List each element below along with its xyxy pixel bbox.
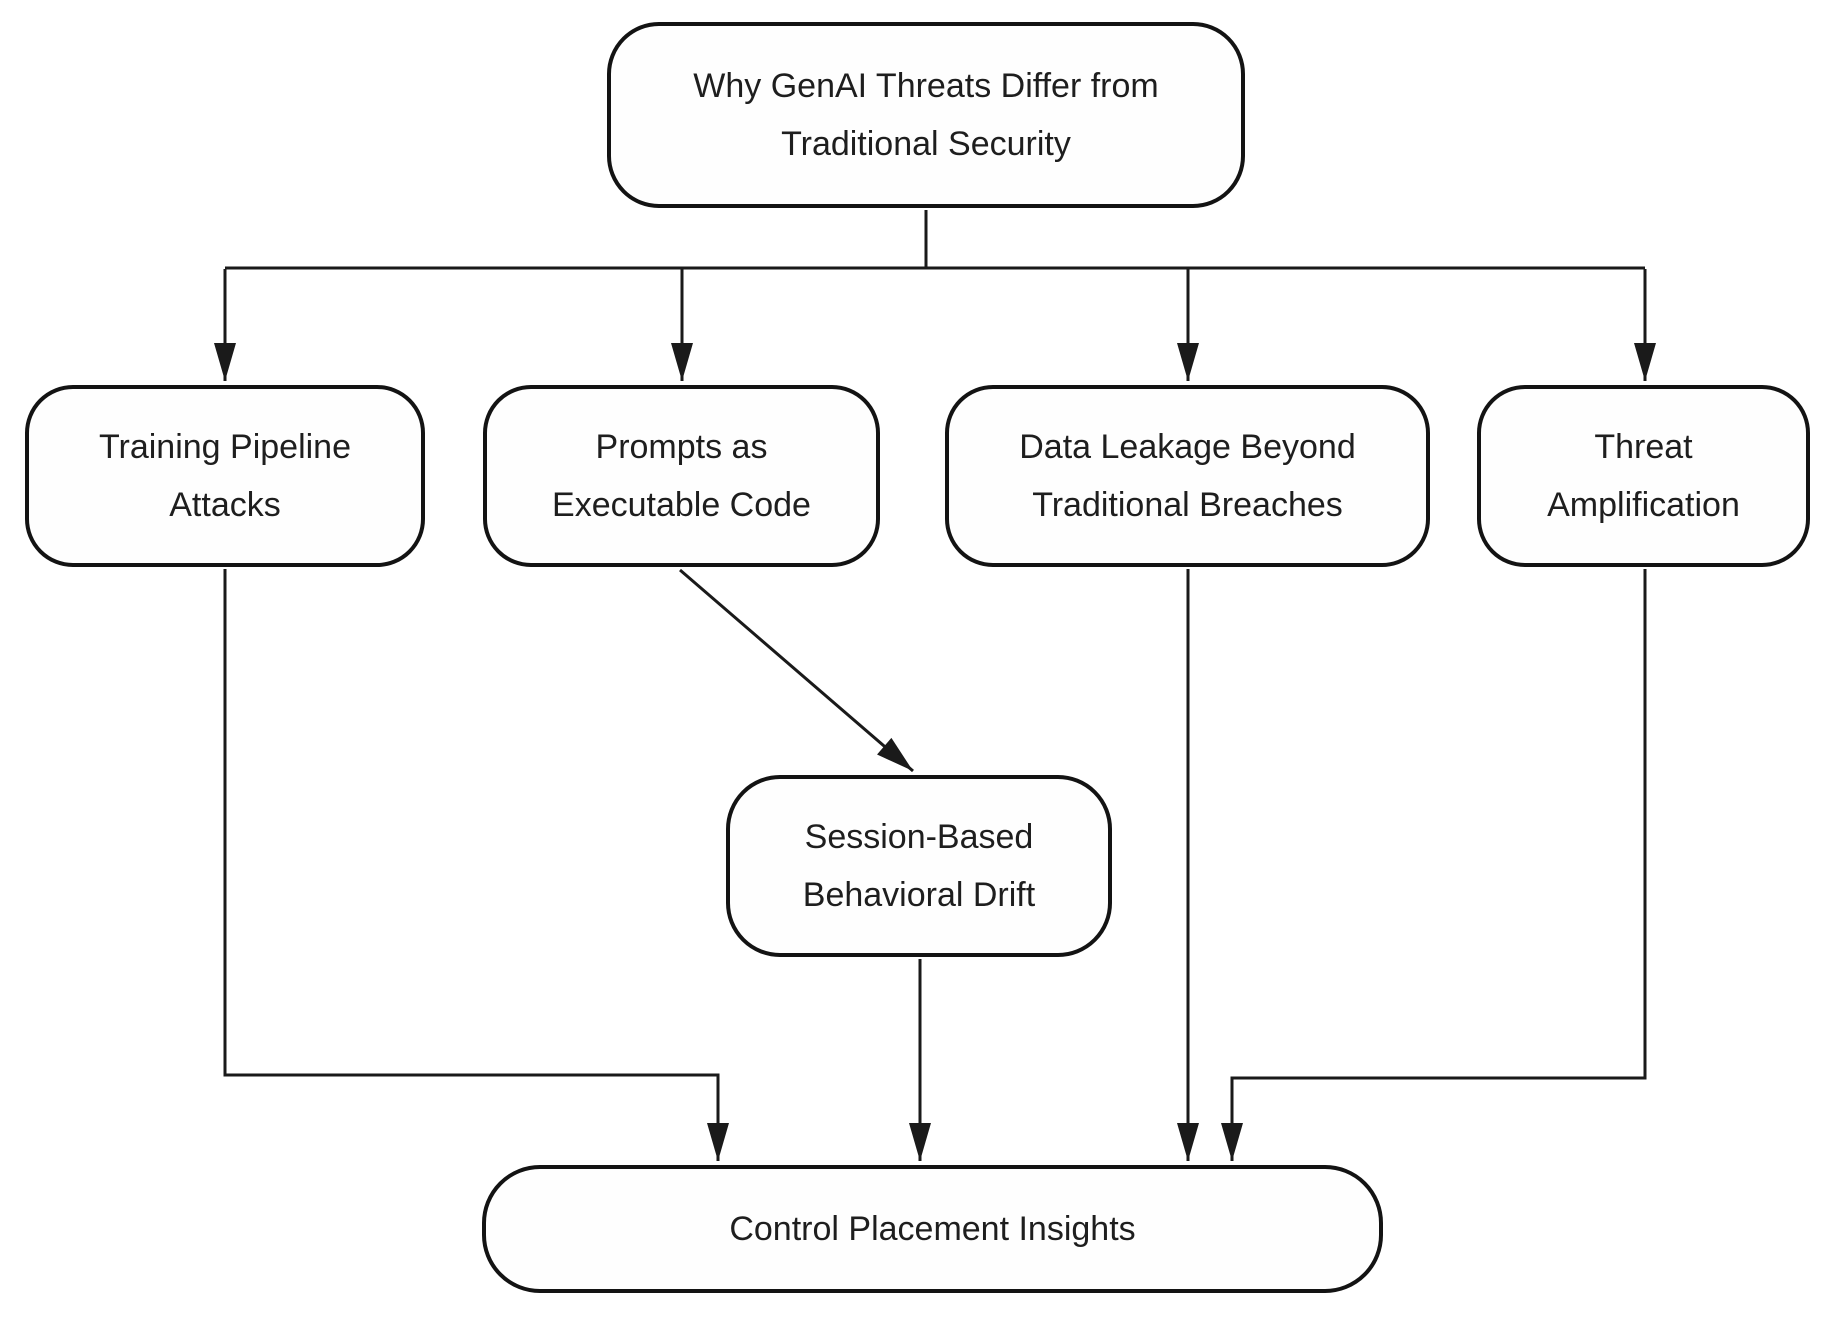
node-data-leakage-beyond-breaches-label: Data Leakage Beyond Traditional Breaches (1019, 427, 1356, 524)
node-threat-amplification-label: Threat Amplification (1547, 427, 1740, 524)
node-session-based-behavioral-drift-label: Session-Based Behavioral Drift (802, 817, 1036, 914)
node-control-placement-insights: Control Placement Insights (482, 1165, 1383, 1293)
node-training-pipeline-attacks-label: Training Pipeline Attacks (99, 427, 351, 524)
node-threat-amplification: Threat Amplification (1477, 385, 1810, 567)
node-control-placement-insights-label: Control Placement Insights (729, 1209, 1136, 1248)
node-data-leakage-beyond-breaches: Data Leakage Beyond Traditional Breaches (945, 385, 1430, 567)
node-why-genai-threats-differ: Why GenAI Threats Differ from Traditiona… (607, 22, 1245, 208)
node-prompts-as-executable-code-label: Prompts as Executable Code (552, 427, 811, 524)
edge-prompts-drift (679, 568, 914, 773)
node-why-genai-threats-differ-label: Why GenAI Threats Differ from Traditiona… (693, 66, 1159, 163)
node-prompts-as-executable-code: Prompts as Executable Code (483, 385, 880, 567)
node-training-pipeline-attacks: Training Pipeline Attacks (25, 385, 425, 567)
edge-training-insights (223, 569, 729, 1161)
node-session-based-behavioral-drift: Session-Based Behavioral Drift (726, 775, 1112, 957)
edge-amplification-insights (1221, 569, 1647, 1161)
